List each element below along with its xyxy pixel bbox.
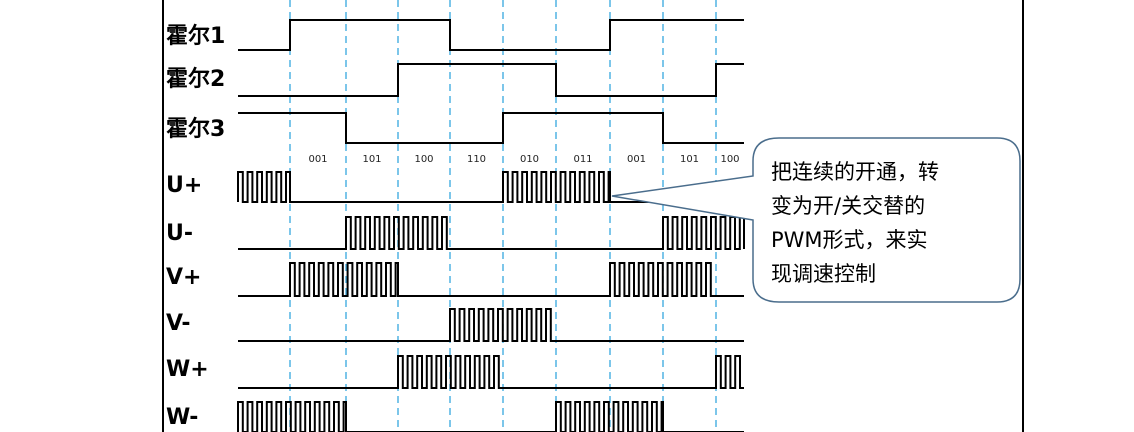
waveform-w-plus: [238, 355, 744, 389]
callout-line-3: PWM形式，来实: [771, 228, 928, 252]
callout-bubble: [611, 137, 1021, 303]
hall-code-label: 101: [680, 154, 699, 165]
signal-label-hall-2: 霍尔2: [166, 66, 225, 92]
waveform-w-minus: [237, 401, 744, 432]
signal-label-w-plus: W+: [166, 357, 209, 382]
hall-code-label: 100: [720, 154, 739, 165]
hall-code-label: 101: [362, 154, 381, 165]
hall-code-label: 010: [520, 154, 539, 165]
hall-code-label: 100: [414, 154, 433, 165]
waveform-u-plus: [237, 171, 744, 203]
signal-label-v-minus: V-: [166, 311, 191, 336]
hall-code-labels: 001 101 100 110 010 011 001 101 100: [308, 154, 739, 165]
signal-label-w-minus: W-: [166, 405, 198, 430]
waveform-hall-3: [238, 112, 744, 144]
signal-label-u-plus: U+: [166, 173, 202, 198]
signal-label-hall-1: 霍尔1: [166, 23, 225, 49]
callout-line-1: 把连续的开通，转: [771, 160, 939, 184]
hall-code-label: 001: [308, 154, 327, 165]
hall-code-label: 001: [627, 154, 646, 165]
hall-code-label: 110: [467, 154, 486, 165]
waveform-hall-1: [238, 19, 744, 51]
hall-code-label: 011: [573, 154, 592, 165]
signal-label-hall-3: 霍尔3: [166, 116, 225, 142]
waveform-u-minus: [238, 216, 745, 250]
callout: 把连续的开通，转 变为开/关交替的 PWM形式，来实 现调速控制: [611, 137, 1021, 303]
waveform-v-minus: [238, 308, 744, 342]
waveform-hall-2: [238, 63, 744, 97]
waveforms: [237, 19, 745, 432]
signal-label-u-minus: U-: [166, 221, 193, 246]
callout-line-4: 现调速控制: [771, 262, 876, 286]
callout-line-2: 变为开/关交替的: [771, 194, 925, 218]
signal-label-v-plus: V+: [166, 265, 201, 290]
waveform-v-plus: [238, 262, 744, 297]
